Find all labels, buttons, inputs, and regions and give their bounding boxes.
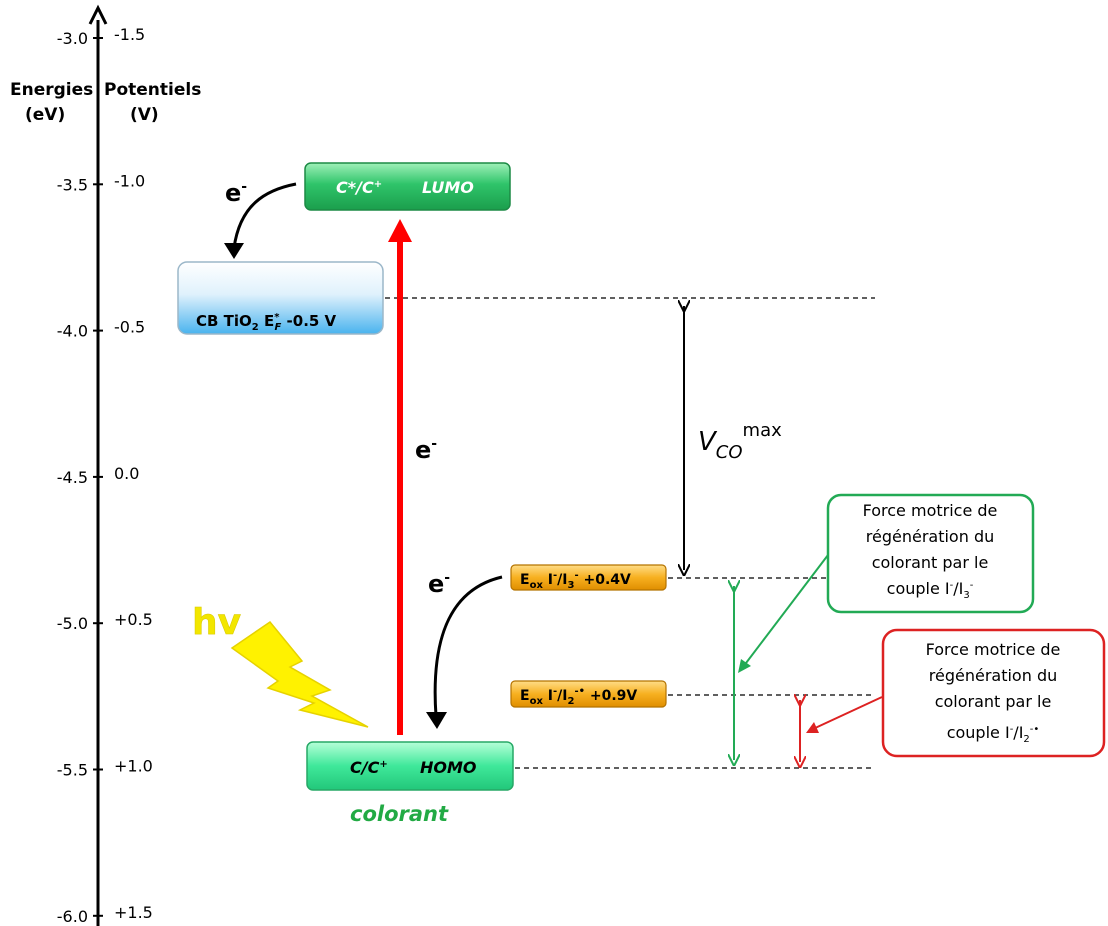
green-callout-line1: Force motrice de xyxy=(863,501,998,520)
regeneration-curved-arrow xyxy=(426,575,503,729)
potential-tick-label: -1.0 xyxy=(114,171,145,190)
potential-tick-label: +1.5 xyxy=(114,903,153,922)
axis-arrowhead-icon xyxy=(88,4,108,25)
photon-label: hv xyxy=(192,602,241,643)
cb-tio2-level: CB TiO2 E*F -0.5 V xyxy=(177,261,384,335)
energy-tick-label: -4.5 xyxy=(57,468,88,487)
energy-tick-label: -5.5 xyxy=(57,761,88,780)
potential-header-line1: Potentiels xyxy=(104,80,201,100)
green-callout: Force motrice de régénération du coloran… xyxy=(826,493,1035,614)
lightning-bolt-icon xyxy=(230,620,369,728)
redox-i3-level: Eox I-/I3- +0.4V xyxy=(510,564,667,591)
green-callout-line3: colorant par le xyxy=(872,553,989,572)
energy-tick-label: -3.0 xyxy=(57,29,88,48)
lumo-label: LUMO xyxy=(422,178,474,197)
excitation-arrow xyxy=(388,219,412,735)
potential-tick-label: -1.5 xyxy=(114,25,145,44)
energy-tick-label: -4.0 xyxy=(57,322,88,341)
homo-level: C/C+ HOMO xyxy=(306,741,514,791)
svg-text:C*/C+: C*/C+ xyxy=(336,178,382,197)
potential-tick-label: -0.5 xyxy=(114,318,145,337)
energy-header-line2: (eV) xyxy=(25,105,65,125)
homo-label: HOMO xyxy=(420,758,477,777)
electron-label-excitation: e- xyxy=(415,436,437,464)
electron-label-injection: e- xyxy=(225,179,247,207)
vertical-axis: -3.0 -1.5 -3.5 -1.0 -4.0 -0.5 -4.5 0.0 -5.0 +0.5 -… xyxy=(57,4,153,926)
cb-tio2-label: CB TiO2 E*F -0.5 V xyxy=(196,312,337,333)
red-callout-line2: régénération du xyxy=(929,666,1057,685)
potential-tick-label: +1.0 xyxy=(114,757,153,776)
redox-i3-label: Eox I-/I3- +0.4V xyxy=(520,570,631,591)
voc-label: VCOmax xyxy=(698,420,782,463)
redox-i2-level: Eox I-/I2-• +0.9V xyxy=(510,680,667,708)
green-callout-pointer xyxy=(738,554,829,673)
electron-label-regeneration: e- xyxy=(428,570,450,598)
red-callout-line4: couple I-/I2-• xyxy=(947,723,1040,745)
svg-text:C/C+: C/C+ xyxy=(350,758,388,777)
red-callout: Force motrice de régénération du coloran… xyxy=(881,628,1106,758)
green-callout-line4: couple I-/I3- xyxy=(887,579,974,601)
redox-i2-label: Eox I-/I2-• +0.9V xyxy=(520,686,637,707)
potential-header-line2: (V) xyxy=(130,105,159,125)
potential-tick-label: 0.0 xyxy=(114,464,139,483)
homo-couple-label: C/C xyxy=(350,758,380,777)
green-callout-line2: régénération du xyxy=(866,527,994,546)
energy-tick-label: -5.0 xyxy=(57,614,88,633)
red-callout-line3: colorant par le xyxy=(935,692,1052,711)
injection-curved-arrow xyxy=(224,182,297,259)
energy-tick-label: -6.0 xyxy=(57,907,88,926)
lumo-level: C*/C+ LUMO xyxy=(304,162,511,211)
lumo-couple-label: C*/C xyxy=(336,178,374,197)
red-callout-pointer xyxy=(806,696,883,733)
energy-tick-label: -3.5 xyxy=(57,175,88,194)
potential-tick-label: +0.5 xyxy=(114,610,153,629)
colorant-label: colorant xyxy=(350,802,449,826)
energy-header-line1: Energies xyxy=(10,80,93,100)
red-callout-line1: Force motrice de xyxy=(926,640,1061,659)
